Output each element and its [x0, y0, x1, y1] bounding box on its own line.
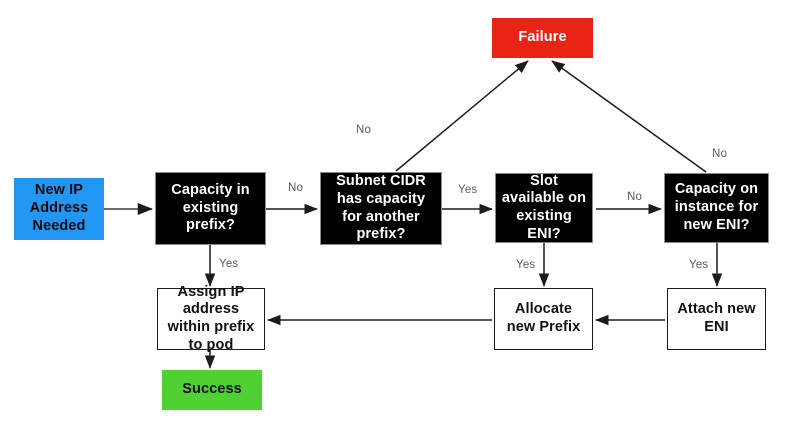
edge-subnet-cidr-to-failure: [395, 60, 529, 172]
node-capacity-in-existing-prefix[interactable]: Capacity in existing prefix?: [155, 172, 266, 245]
edge-label-no-subnet-cidr: No: [356, 124, 372, 136]
edge-label-yes-subnet-cidr: Yes: [458, 184, 478, 196]
edge-label-no-slot-eni: No: [627, 191, 643, 203]
node-success[interactable]: Success: [162, 370, 262, 410]
node-label: Capacity on instance for new ENI?: [674, 181, 759, 233]
node-attach-new-eni[interactable]: Attach new ENI: [667, 288, 766, 350]
edge-cap-instance-to-failure: [551, 60, 707, 173]
node-label: New IP Address Needed: [29, 182, 89, 234]
node-allocate-new-prefix[interactable]: Allocate new Prefix: [494, 288, 593, 350]
node-label: Success: [182, 381, 242, 398]
node-new-ip-address-needed[interactable]: New IP Address Needed: [14, 178, 104, 240]
node-label: Slot available on existing ENI?: [501, 172, 587, 242]
edge-label-yes-cap-instance: Yes: [689, 259, 709, 271]
node-capacity-on-instance-for-new-eni[interactable]: Capacity on instance for new ENI?: [664, 173, 769, 243]
edge-label-yes-cap-prefix: Yes: [219, 258, 239, 270]
node-failure[interactable]: Failure: [492, 18, 593, 58]
node-label: Failure: [518, 29, 567, 46]
node-label: Capacity in existing prefix?: [171, 181, 250, 234]
edge-label-yes-slot-eni: Yes: [516, 259, 536, 271]
node-label: Subnet CIDR has capacity for another pre…: [336, 173, 426, 243]
node-assign-ip-address[interactable]: Assign IP address within prefix to pod: [157, 284, 265, 353]
edge-label-no-cap-prefix: No: [288, 182, 304, 194]
node-slot-available-on-existing-eni[interactable]: Slot available on existing ENI?: [495, 173, 593, 243]
node-label: Assign IP address within prefix to pod: [167, 283, 255, 353]
node-label: Allocate new Prefix: [506, 301, 581, 335]
edge-label-no-cap-instance: No: [712, 148, 728, 160]
node-subnet-cidr-has-capacity[interactable]: Subnet CIDR has capacity for another pre…: [320, 172, 442, 245]
node-label: Attach new ENI: [677, 301, 756, 335]
